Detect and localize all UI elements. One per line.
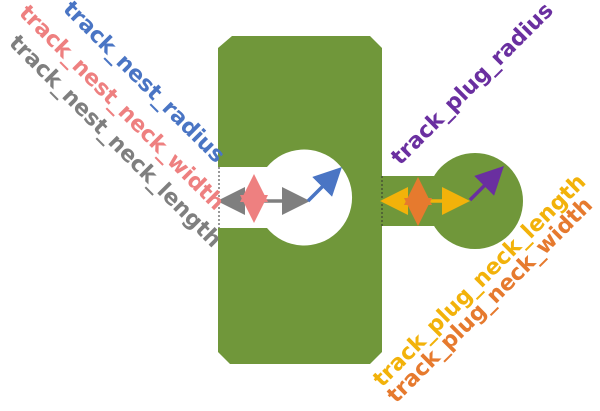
label-track-plug-radius: track_plug_radius [387,0,559,170]
nest-radius-arrow [306,167,342,203]
nest-block-shape [218,36,382,364]
label-track-nest-neck-width: track_nest_neck_width [14,1,229,216]
plug-radius-arrow [468,166,504,202]
